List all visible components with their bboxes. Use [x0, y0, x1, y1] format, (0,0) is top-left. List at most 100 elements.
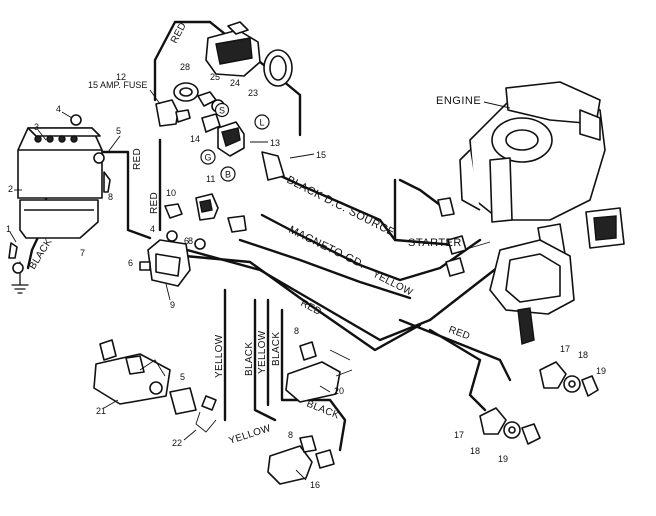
- part-number-5b: 5: [180, 372, 185, 382]
- wire-red-top: [153, 20, 212, 102]
- label-yellow-v1: YELLOW: [214, 334, 225, 378]
- part-number-13: 13: [270, 138, 280, 148]
- part-number-17a: 17: [560, 344, 570, 354]
- wire-22: [195, 411, 217, 433]
- leader-starter: [469, 241, 491, 249]
- part-number-21: 21: [96, 406, 106, 416]
- label-fuse: 15 AMP. FUSE: [88, 80, 147, 90]
- part-number-25: 25: [210, 72, 220, 82]
- headlight-17b: [479, 407, 541, 445]
- ignition-switch: [205, 21, 293, 87]
- part-number-22: 22: [172, 438, 182, 448]
- leader-12: [149, 89, 161, 105]
- label-black-v2: BLACK: [271, 332, 282, 366]
- label-yellow-main: YELLOW: [371, 269, 415, 299]
- part-number-9: 9: [170, 300, 175, 310]
- part-number-15: 15: [316, 150, 326, 160]
- part-number-4b: 4: [150, 224, 155, 234]
- wire-yellow-main: [238, 238, 412, 300]
- part-number-1: 1: [6, 224, 11, 234]
- battery-terminal-bolt: [8, 114, 111, 274]
- switch-5: [169, 387, 217, 415]
- fuse-holder: [155, 99, 191, 127]
- wire-red-battery: [98, 150, 152, 240]
- part-number-6b: 6: [184, 236, 189, 246]
- wire-harness-long-2: [183, 254, 422, 352]
- part-number-10: 10: [166, 188, 176, 198]
- ground-line: [11, 261, 29, 294]
- ignition-parts: [173, 82, 245, 157]
- part-number-7: 7: [80, 248, 85, 258]
- part-number-6a: 6: [128, 258, 133, 268]
- part-number-2: 2: [8, 184, 13, 194]
- pto-switch-20: [285, 341, 353, 403]
- part-number-8c: 8: [288, 430, 293, 440]
- engine-shroud: [489, 239, 575, 345]
- battery: [17, 127, 103, 239]
- terminal-g-label: G: [204, 153, 211, 163]
- part-number-24: 24: [230, 78, 240, 88]
- label-magneto-gd: MAGNETO GD.: [287, 224, 367, 271]
- seat-switch-21: [93, 339, 171, 405]
- leader-3: [37, 129, 47, 141]
- headlight-17a: [539, 361, 599, 397]
- part-number-8a: 8: [108, 192, 113, 202]
- part-number-18a: 18: [578, 350, 588, 360]
- leader-5: [107, 135, 121, 153]
- part-number-14: 14: [190, 134, 200, 144]
- label-engine: ENGINE: [436, 95, 481, 107]
- part-number-23: 23: [248, 88, 258, 98]
- part-number-8d: 8: [188, 236, 193, 246]
- leader-21: [103, 399, 119, 409]
- terminal-l-label: L: [259, 118, 264, 128]
- connector-plug: [227, 151, 285, 233]
- part-number-19a: 19: [596, 366, 606, 376]
- leader-engine: [483, 101, 511, 109]
- wire-to-engine-connector: [398, 178, 442, 207]
- label-black-lower: BLACK: [305, 399, 341, 422]
- wire-red-lower-right: [428, 328, 487, 412]
- leader-1: [9, 231, 17, 243]
- wire-black-dc-source: [266, 168, 397, 242]
- interlock-switch-11: [195, 193, 219, 221]
- label-red-mid: RED: [149, 192, 160, 214]
- leader-15: [289, 153, 315, 159]
- part-number-4a: 4: [56, 104, 61, 114]
- leader-20: [319, 385, 331, 393]
- part-number-17b: 17: [454, 430, 464, 440]
- leader-4a: [61, 111, 73, 119]
- part-number-20: 20: [334, 386, 344, 396]
- engine: [459, 81, 625, 263]
- leader-9: [165, 283, 171, 301]
- label-red-lower: RED: [299, 298, 324, 318]
- starter-solenoid: [139, 230, 206, 287]
- leader-16: [295, 469, 307, 481]
- label-red-battery: RED: [132, 148, 143, 170]
- part-number-28: 28: [180, 62, 190, 72]
- part-number-5a: 5: [116, 126, 121, 136]
- terminal-s-label: S: [219, 106, 225, 116]
- part-number-18b: 18: [470, 446, 480, 456]
- switch-terminal-labels: S L G B: [200, 102, 270, 182]
- part-number-16: 16: [310, 480, 320, 490]
- engine-connector: [437, 197, 467, 277]
- leader-22: [183, 429, 197, 441]
- label-red-top: RED: [169, 21, 189, 46]
- part-number-3: 3: [34, 122, 39, 132]
- wire-black-v2: [280, 308, 347, 452]
- wire-black-v1: [253, 298, 277, 422]
- label-black-v1: BLACK: [244, 342, 255, 376]
- part-number-11: 11: [206, 174, 215, 184]
- clutch-switch-16: [267, 435, 335, 485]
- wire-dc-to-starter: [393, 178, 457, 247]
- label-starter: STARTER: [408, 237, 462, 249]
- part-number-19b: 19: [498, 454, 508, 464]
- part-number-12: 12: [116, 72, 126, 82]
- label-yellow-v2: YELLOW: [257, 330, 268, 374]
- part-number-8b: 8: [294, 326, 299, 336]
- terminal-b-label: B: [225, 170, 231, 180]
- interlock-switch-10: [164, 203, 183, 219]
- label-yellow-lower: YELLOW: [228, 423, 273, 447]
